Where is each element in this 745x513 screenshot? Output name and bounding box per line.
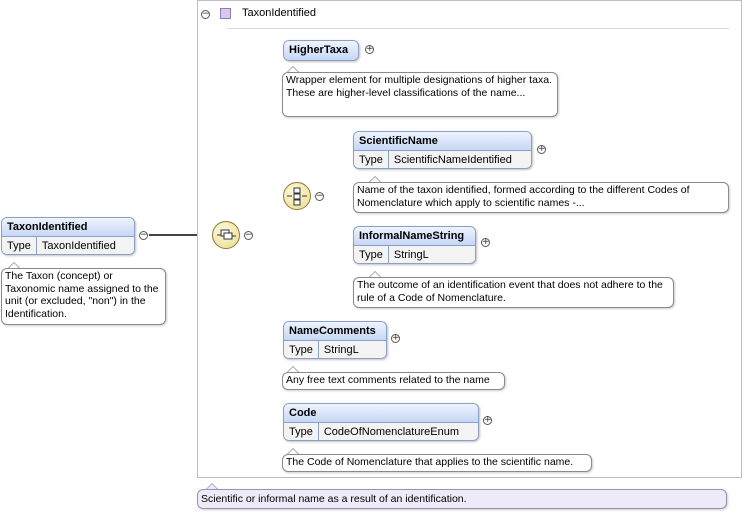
scientificname-type-label: Type bbox=[354, 151, 389, 168]
informalnamestring-note: The outcome of an identification event t… bbox=[353, 277, 674, 308]
code-type-value: CodeOfNomenclatureEnum bbox=[323, 426, 459, 438]
code-type-label: Type bbox=[284, 423, 319, 440]
scientificname-note: Name of the taxon identified, formed acc… bbox=[353, 182, 729, 213]
namecomments-note-tip bbox=[287, 366, 299, 372]
group-title: TaxonIdentified bbox=[242, 7, 316, 19]
group-note: Scientific or informal name as a result … bbox=[197, 489, 727, 509]
scientificname-note-tip bbox=[369, 176, 381, 182]
sequence-compositor-icon bbox=[217, 229, 236, 240]
element-namecomments-name: NameComments bbox=[284, 322, 386, 340]
root-note-tip bbox=[8, 262, 20, 268]
namecomments-type-row: Type StringL bbox=[284, 340, 386, 358]
collapse-group-minus-icon[interactable]: − bbox=[201, 9, 210, 19]
element-code[interactable]: Code Type CodeOfNomenclatureEnum bbox=[283, 403, 479, 441]
root-element-name: TaxonIdentified bbox=[2, 218, 134, 236]
element-scientificname-name: ScientificName bbox=[354, 132, 531, 150]
scientificname-type-row: Type ScientificNameIdentified bbox=[354, 150, 531, 168]
informalnamestring-expand-plus-icon[interactable]: + bbox=[481, 237, 490, 247]
scientificname-type-value: ScientificNameIdentified bbox=[393, 154, 512, 166]
element-code-name: Code bbox=[284, 404, 478, 422]
code-note: The Code of Nomenclature that applies to… bbox=[282, 454, 592, 472]
element-scientificname[interactable]: ScientificName Type ScientificNameIdenti… bbox=[353, 131, 532, 169]
root-type-label: Type bbox=[2, 237, 37, 254]
informalnamestring-type-row: Type StringL bbox=[354, 245, 475, 263]
highertaxa-note-tip bbox=[287, 66, 299, 72]
choice-compositor-icon bbox=[287, 187, 307, 206]
highertaxa-note: Wrapper element for multiple designation… bbox=[282, 72, 558, 117]
element-highertaxa-name: HigherTaxa bbox=[284, 41, 358, 60]
choice-collapse-minus-icon[interactable]: − bbox=[315, 191, 324, 201]
sequence-collapse-minus-icon[interactable]: − bbox=[244, 230, 253, 240]
informalnamestring-note-tip bbox=[369, 271, 381, 277]
root-collapse-minus-icon[interactable]: − bbox=[139, 230, 148, 240]
namecomments-expand-plus-icon[interactable]: + bbox=[391, 333, 400, 343]
highertaxa-expand-plus-icon[interactable]: + bbox=[365, 44, 374, 54]
informalnamestring-type-label: Type bbox=[354, 246, 389, 263]
group-square-icon bbox=[220, 8, 231, 19]
scientificname-expand-plus-icon[interactable]: + bbox=[537, 144, 546, 154]
group-title-divider bbox=[227, 28, 729, 29]
root-element[interactable]: TaxonIdentified Type TaxonIdentified bbox=[1, 217, 135, 255]
sequence-compositor[interactable] bbox=[212, 221, 240, 249]
element-namecomments[interactable]: NameComments Type StringL bbox=[283, 321, 387, 359]
group-note-tip bbox=[206, 483, 218, 489]
code-expand-plus-icon[interactable]: + bbox=[483, 415, 492, 425]
namecomments-type-label: Type bbox=[284, 341, 319, 358]
namecomments-type-value: StringL bbox=[323, 344, 359, 356]
root-type-value: TaxonIdentified bbox=[41, 240, 116, 252]
root-element-type-row: Type TaxonIdentified bbox=[2, 236, 134, 254]
choice-compositor[interactable] bbox=[283, 182, 311, 210]
informalnamestring-type-value: StringL bbox=[393, 249, 429, 261]
namecomments-note: Any free text comments related to the na… bbox=[282, 372, 505, 390]
code-type-row: Type CodeOfNomenclatureEnum bbox=[284, 422, 478, 440]
root-note: The Taxon (concept) or Taxonomic name as… bbox=[1, 268, 166, 325]
element-highertaxa[interactable]: HigherTaxa bbox=[283, 40, 359, 61]
element-informalnamestring[interactable]: InformalNameString Type StringL bbox=[353, 226, 476, 264]
element-informalnamestring-name: InformalNameString bbox=[354, 227, 475, 245]
code-note-tip bbox=[287, 448, 299, 454]
